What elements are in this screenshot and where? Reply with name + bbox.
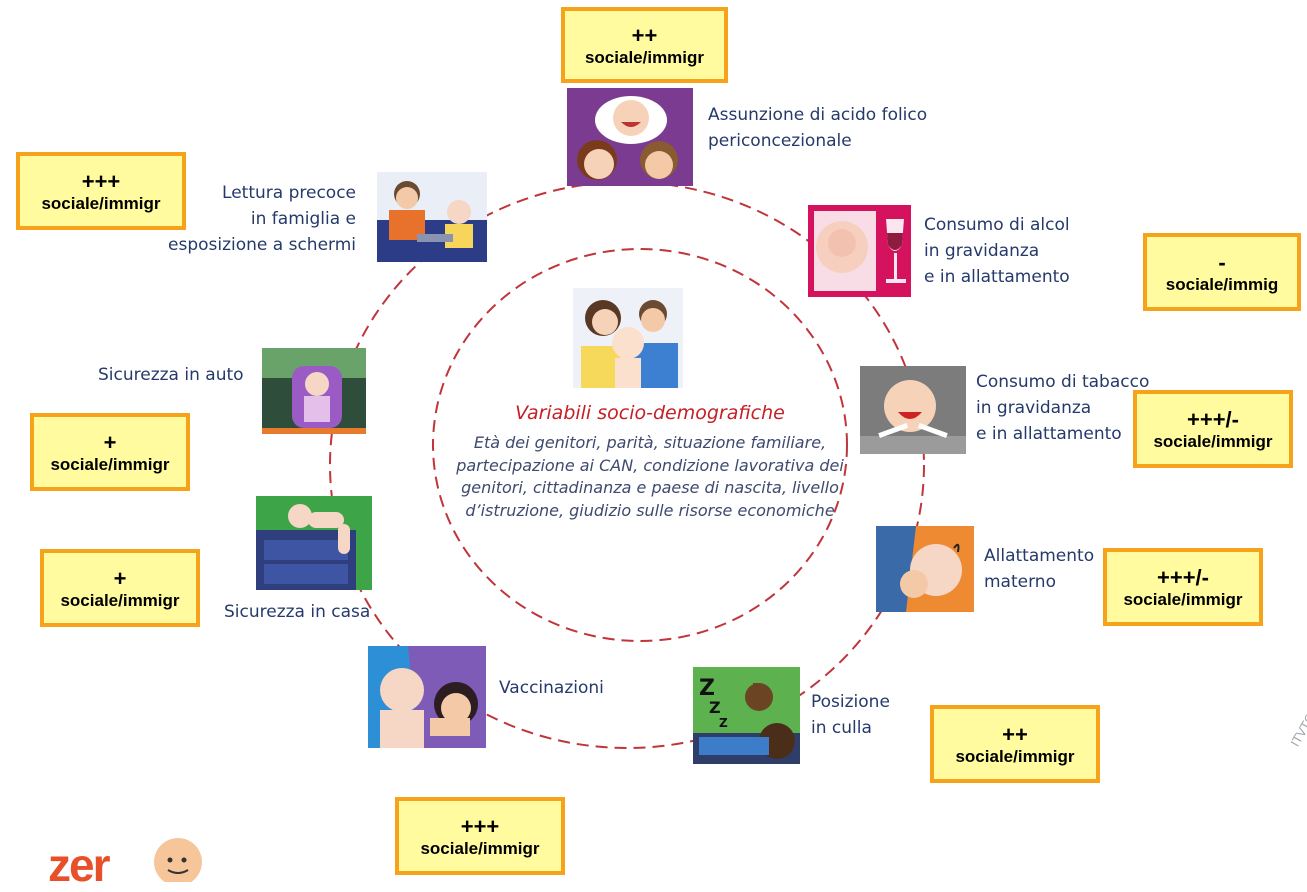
label-line: periconcezionale [708,131,852,151]
badge-label: sociale/immigr [50,454,170,474]
label-line: esposizione a schermi [168,235,357,255]
label-line: in culla [811,718,872,738]
center-title: Variabili socio-demografiche [515,402,785,424]
label-line: Posizione [811,692,890,712]
label-line: materno [984,572,1056,592]
svg-text:Z: Z [699,676,715,701]
badge-label: sociale/immigr [41,193,161,213]
badge-symbol: +++/- [1157,564,1209,590]
badge-label: sociale/immig [1165,274,1279,294]
badge-symbol: + [113,565,127,591]
reading-family-icon [377,172,487,262]
badge-symbol: +++/- [1187,406,1239,432]
badge-alcol: - sociale/immig [1143,233,1301,311]
badge-allattamento: +++/- sociale/immigr [1103,548,1263,626]
badge-tabacco: +++/- sociale/immigr [1133,390,1293,468]
badge-label: sociale/immigr [584,47,705,67]
badge-folico: ++ sociale/immigr [561,7,728,83]
family-portrait-icon [573,288,683,388]
svg-text:Z: Z [709,698,721,717]
family-thinking-baby-icon [567,88,693,186]
car-seat-icon [262,348,366,434]
badge-auto: + sociale/immigr [30,413,190,491]
vaccination-icon [368,646,486,748]
breastfeeding-icon [876,526,974,612]
label-line: in famiglia e [250,209,357,229]
topic-label-folico: Assunzione di acido folico periconcezion… [708,102,927,154]
badge-symbol: +++ [81,168,121,194]
logo-face-icon [154,838,202,882]
label-line: Consumo di alcol [924,215,1070,235]
badge-label: sociale/immigr [60,590,180,610]
topic-label-casa: Sicurezza in casa [224,599,370,625]
topic-label-vaccinazioni: Vaccinazioni [499,675,604,701]
badge-label: sociale/immigr [1123,589,1243,609]
topic-label-auto: Sicurezza in auto [98,362,244,388]
label-line: Assunzione di acido folico [708,105,928,125]
label-line: in gravidanza [924,241,1040,261]
diagram-rings [329,181,925,749]
topic-label-lettura: Lettura precoce in famiglia e esposizion… [168,180,356,258]
badge-casa: + sociale/immigr [40,549,200,627]
topic-label-alcol: Consumo di alcol in gravidanza e in alla… [924,212,1070,290]
sleeping-baby-icon: Z Z Z [693,667,800,764]
center-description: Età dei genitori, parità, situazione fam… [456,433,844,520]
label-line: e in allattamento [976,424,1122,444]
badge-symbol: - [1218,249,1226,275]
label-line: in gravidanza [976,398,1092,418]
topic-label-allattamento: Allattamento materno [984,543,1094,595]
label-line: e in allattamento [924,267,1070,287]
label-line: Consumo di tabacco [976,372,1150,392]
badge-label: sociale/immigr [420,838,540,858]
label-line: Sicurezza in casa [224,602,371,622]
badge-symbol: + [103,429,117,455]
topic-label-culla: Posizione in culla [811,689,890,741]
baby-on-dresser-icon [256,496,372,590]
badge-symbol: ++ [1002,721,1028,747]
badge-vaccinazioni: +++ sociale/immigr [395,797,565,875]
badge-label: sociale/immigr [1153,431,1273,451]
baby-cigarette-icon [860,366,966,454]
badge-lettura: +++ sociale/immigr [16,152,186,230]
pregnancy-wine-icon [808,205,911,297]
badge-symbol: +++ [460,813,500,839]
logo-text: zer [48,839,111,891]
badge-label: sociale/immigr [955,746,1075,766]
label-line: Vaccinazioni [499,678,604,698]
label-line: Lettura precoce [222,183,357,203]
label-line: Sicurezza in auto [98,365,244,385]
badge-symbol: ++ [631,22,658,48]
label-line: Allattamento [984,546,1095,566]
badge-culla: ++ sociale/immigr [930,705,1100,783]
topic-label-tabacco: Consumo di tabacco in gravidanza e in al… [976,369,1149,447]
svg-text:Z: Z [719,716,728,730]
